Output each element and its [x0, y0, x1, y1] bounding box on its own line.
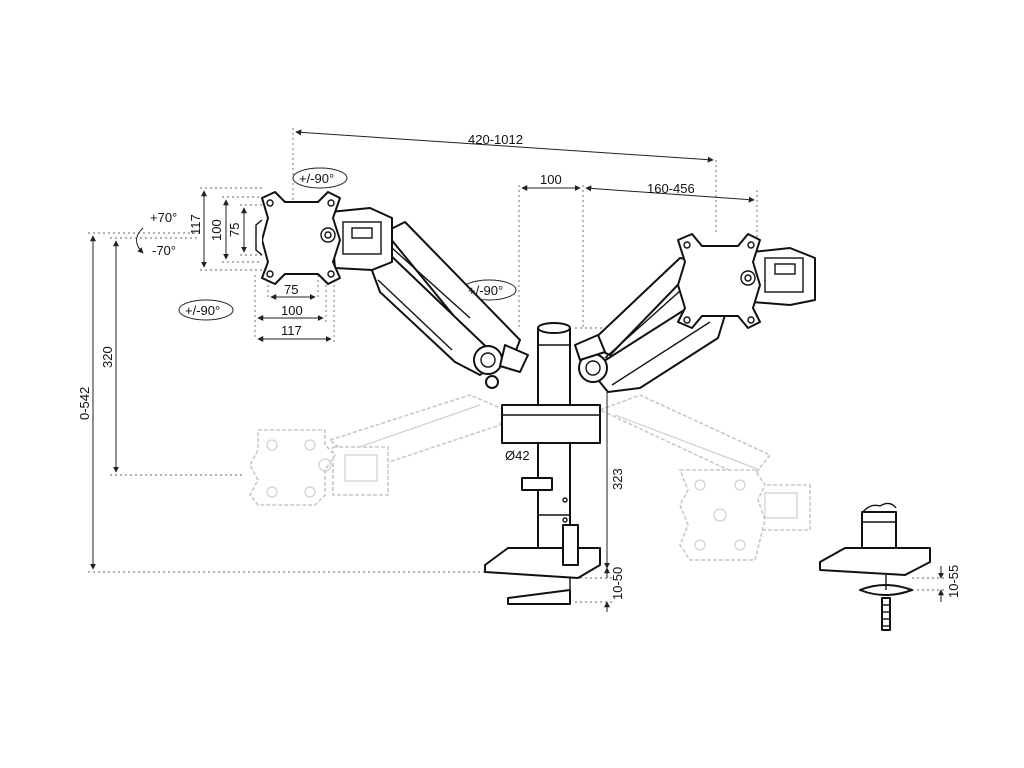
label-plate-width-outer: 117 [281, 323, 302, 338]
angle-labels: +70° -70° +/-90° +/-90° +/-90° [150, 171, 503, 318]
label-rotate-bottom: +/-90° [185, 303, 220, 318]
ghost-lowered-arms [249, 394, 811, 561]
label-tilt-down: -70° [152, 243, 176, 258]
label-plate-width-mid: 100 [281, 303, 303, 318]
label-vertical-range: 0-542 [77, 387, 92, 420]
grommet-mount [819, 502, 931, 631]
label-plate-height-mid: 100 [209, 219, 224, 241]
label-desk-thickness-grommet: 10-55 [946, 565, 961, 598]
label-swivel-arm: +/-90° [468, 283, 503, 298]
label-tilt-up: +70° [150, 210, 177, 225]
label-pole-offset: 100 [540, 172, 562, 187]
label-plate-height-inner: 75 [227, 223, 242, 237]
main-mount [255, 191, 816, 605]
label-plate-width-inner: 75 [284, 282, 298, 297]
label-desk-thickness-clamp: 10-50 [610, 567, 625, 600]
rotation-symbols [136, 167, 517, 321]
label-overall-width: 420-1012 [468, 132, 523, 147]
dimension-labels: 420-1012 100 160-456 117 100 75 75 100 1… [77, 132, 961, 600]
label-arm-reach: 160-456 [647, 181, 695, 196]
label-height-adjust: 320 [100, 346, 115, 368]
label-rotate-top: +/-90° [299, 171, 334, 186]
label-pole-height: 323 [610, 468, 625, 490]
label-plate-height-outer: 117 [188, 214, 203, 235]
label-pole-diameter: Ø42 [505, 448, 530, 463]
